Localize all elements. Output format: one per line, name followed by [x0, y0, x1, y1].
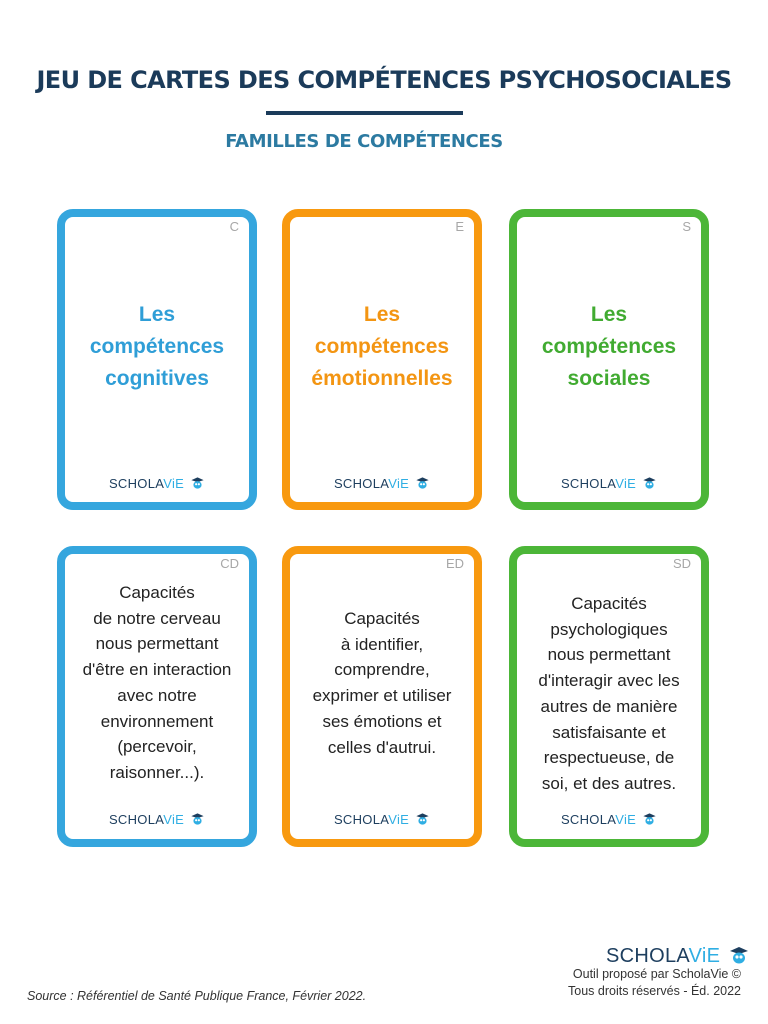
- owl-icon: [416, 477, 429, 489]
- card-title: Les compétences cognitives: [89, 303, 225, 390]
- card-code: E: [455, 219, 464, 234]
- scholavie-logo: SCHOLAViE: [290, 812, 474, 827]
- scholavie-logo: SCHOLAViE: [65, 476, 249, 491]
- footer-scholavie-logo: SCHOLAViE: [606, 945, 750, 968]
- page-title: JEU DE CARTES DES COMPÉTENCES PSYCHOSOCI…: [36, 66, 732, 94]
- card-title: Les compétences sociales: [541, 303, 677, 390]
- card-social-definition: SD Capacités psychologiques nous permett…: [509, 546, 709, 847]
- scholavie-logo: SCHOLAViE: [65, 812, 249, 827]
- card-code: S: [682, 219, 691, 234]
- owl-icon: [191, 813, 204, 825]
- card-cognitive-definition: CD Capacités de notre cerveau nous perme…: [57, 546, 257, 847]
- owl-icon: [416, 813, 429, 825]
- card-code: C: [229, 219, 239, 234]
- card-code: ED: [445, 556, 464, 571]
- owl-icon: [730, 947, 749, 964]
- footer-tool-credit: Outil proposé par ScholaVie ©: [572, 967, 741, 981]
- card-code: SD: [672, 556, 691, 571]
- scholavie-logo: SCHOLAViE: [290, 476, 474, 491]
- card-social: S Les compétences sociales SCHOLAViE: [509, 209, 709, 510]
- card-emotional: E Les compétences émotionnelles SCHOLAVi…: [282, 209, 482, 510]
- card-description: Capacités de notre cerveau nous permetta…: [82, 583, 232, 782]
- card-title: Les compétences émotionnelles: [311, 303, 453, 390]
- owl-icon: [643, 813, 656, 825]
- source-note: Source : Référentiel de Santé Publique F…: [27, 989, 367, 1003]
- card-description: Capacités psychologiques nous permettant…: [538, 594, 680, 793]
- page-subtitle: FAMILLES DE COMPÉTENCES: [225, 131, 503, 152]
- owl-icon: [191, 477, 204, 489]
- card-code: CD: [220, 556, 239, 571]
- scholavie-logo: SCHOLAViE: [517, 476, 701, 491]
- footer-rights: Tous droits réservés - Éd. 2022: [568, 984, 741, 998]
- card-description: Capacités à identifier, comprendre, expr…: [312, 609, 452, 757]
- title-divider: [266, 111, 463, 115]
- scholavie-logo: SCHOLAViE: [517, 812, 701, 827]
- card-cognitive: C Les compétences cognitives SCHOLAViE: [57, 209, 257, 510]
- card-emotional-definition: ED Capacités à identifier, comprendre, e…: [282, 546, 482, 847]
- owl-icon: [643, 477, 656, 489]
